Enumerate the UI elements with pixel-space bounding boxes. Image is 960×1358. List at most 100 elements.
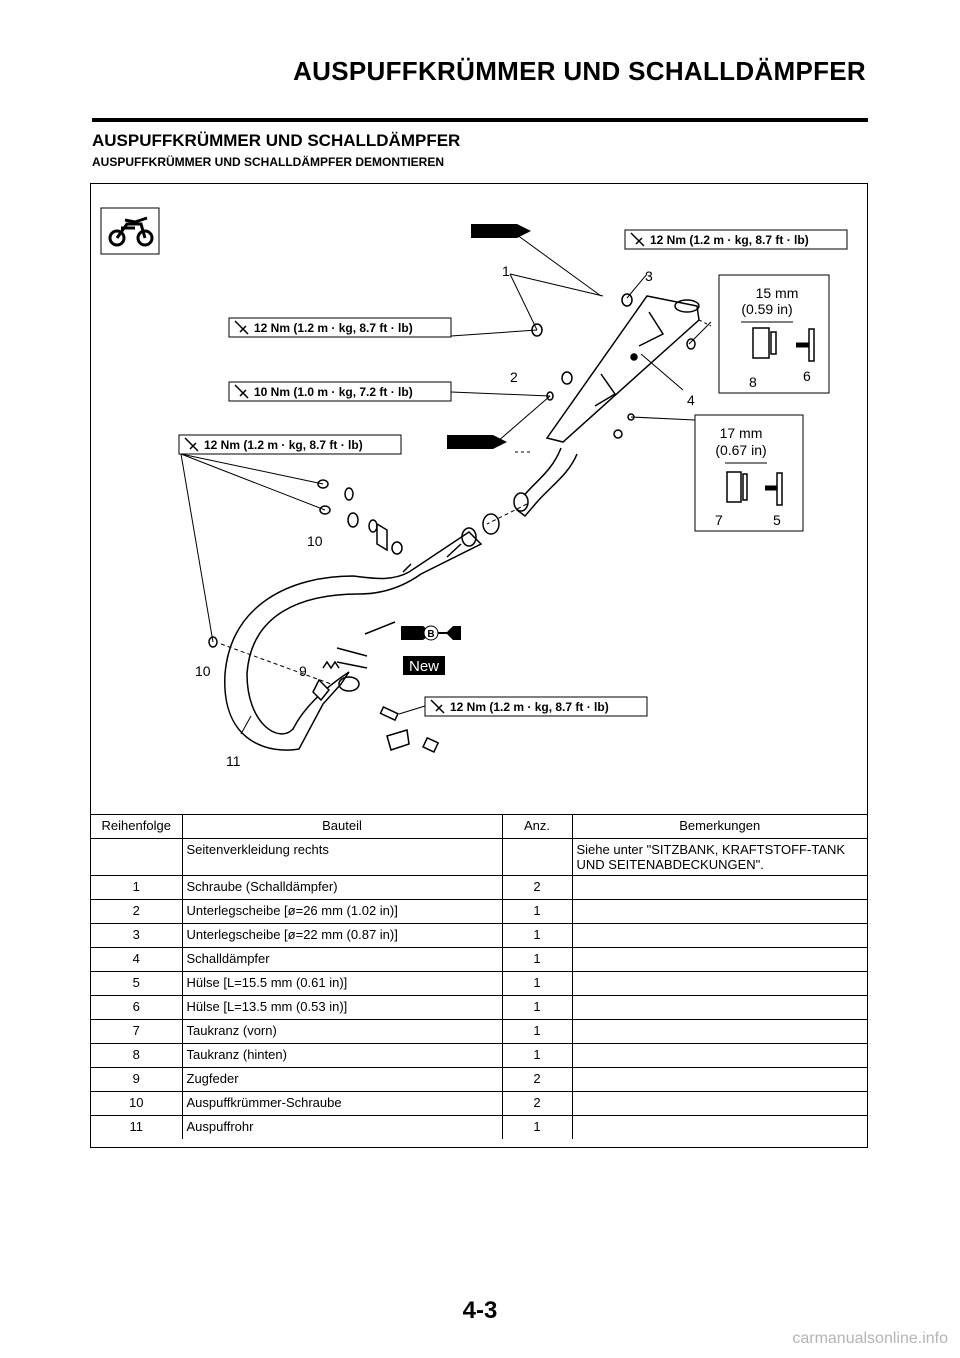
- dim-bottom-mm: 17 mm: [720, 425, 763, 441]
- watermark: carmanualsonline.info: [792, 1330, 948, 1347]
- callout-10-lower: 10: [195, 663, 211, 679]
- row-seq: 8: [91, 1043, 183, 1068]
- row-part: Hülse [L=13.5 mm (0.53 in)]: [181, 995, 503, 1020]
- row-seq: 3: [91, 923, 183, 948]
- header-rule: [92, 118, 868, 122]
- row-remark: [571, 947, 867, 972]
- row-part: Seitenverkleidung rechts: [181, 838, 503, 876]
- page-header-title: AUSPUFFKRÜMMER UND SCHALLDÄMPFER: [293, 56, 866, 86]
- callout-4: 4: [687, 392, 695, 408]
- torque-text-1: 12 Nm (1.2 m · kg, 8.7 ft · lb): [650, 233, 809, 247]
- row-qty: 1: [501, 995, 573, 1020]
- page-number: 4-3: [462, 1297, 498, 1324]
- callout-11: 11: [226, 753, 241, 769]
- row-remark: [571, 971, 867, 996]
- row-part: Schraube (Schalldämpfer): [181, 875, 503, 900]
- torque-label-5: 12 Nm (1.2 m · kg, 8.7 ft · lb): [424, 696, 648, 717]
- torque-text-5: 12 Nm (1.2 m · kg, 8.7 ft · lb): [450, 700, 609, 714]
- header-qty: Anz.: [501, 814, 573, 839]
- grease-letter: B: [427, 629, 434, 640]
- header-remarks: Bemerkungen: [571, 814, 867, 839]
- callout-2: 2: [510, 369, 518, 385]
- table-header-row: Reihenfolge Bauteil Anz. Bemerkungen: [91, 814, 867, 839]
- row-seq: [91, 838, 183, 876]
- header-part: Bauteil: [181, 814, 503, 839]
- callout-7: 7: [715, 512, 723, 528]
- callout-6: 6: [803, 368, 811, 384]
- row-seq: 9: [91, 1067, 183, 1092]
- detail-box-bottom: 17 mm (0.67 in) 7 5: [694, 414, 804, 532]
- dim-top-mm: 15 mm: [756, 285, 799, 301]
- callout-9: 9: [299, 663, 307, 679]
- row-remark: [571, 1091, 867, 1116]
- grease-tool-icon: B: [401, 625, 461, 641]
- row-part: Unterlegscheibe [ø=26 mm (1.02 in)]: [181, 899, 503, 924]
- callout-10-upper: 10: [307, 533, 323, 549]
- row-remark: Siehe unter "SITZBANK, KRAFTSTOFF-TANK U…: [571, 838, 867, 876]
- row-part: Auspuffrohr: [181, 1115, 503, 1139]
- row-seq: 7: [91, 1019, 183, 1044]
- section-title: AUSPUFFKRÜMMER UND SCHALLDÄMPFER: [92, 131, 461, 150]
- callout-3: 3: [645, 268, 653, 284]
- springs-drawing: [322, 621, 396, 670]
- torque-label-3: 10 Nm (1.0 m · kg, 7.2 ft · lb): [228, 381, 452, 402]
- row-qty: 2: [501, 1091, 573, 1116]
- exploded-diagram: 12 Nm (1.2 m · kg, 8.7 ft · lb) 12 Nm (1…: [100, 207, 848, 769]
- row-part: Unterlegscheibe [ø=22 mm (0.87 in)]: [181, 923, 503, 948]
- row-remark: [571, 875, 867, 900]
- arrow-marker-middle: [447, 435, 507, 449]
- leader-lines: [180, 231, 712, 735]
- new-tag-text: New: [409, 658, 439, 675]
- row-part: Taukranz (hinten): [181, 1043, 503, 1068]
- row-seq: 2: [91, 899, 183, 924]
- row-qty: 1: [501, 1115, 573, 1139]
- row-qty: 1: [501, 899, 573, 924]
- row-qty: [501, 838, 573, 876]
- row-seq: 5: [91, 971, 183, 996]
- row-part: Zugfeder: [181, 1067, 503, 1092]
- new-tag: New: [403, 656, 445, 675]
- row-remark: [571, 1019, 867, 1044]
- row-qty: 2: [501, 1067, 573, 1092]
- row-remark: [571, 1043, 867, 1068]
- section-subtitle: AUSPUFFKRÜMMER UND SCHALLDÄMPFER DEMONTI…: [92, 155, 444, 169]
- row-part: Schalldämpfer: [181, 947, 503, 972]
- torque-label-1: 12 Nm (1.2 m · kg, 8.7 ft · lb): [624, 229, 848, 250]
- arrow-marker-top: [471, 224, 531, 238]
- row-remark: [571, 899, 867, 924]
- row-seq: 6: [91, 995, 183, 1020]
- detail-box-top: 15 mm (0.59 in) 8 6: [718, 274, 830, 394]
- torque-label-4: 12 Nm (1.2 m · kg, 8.7 ft · lb): [178, 434, 402, 455]
- row-part: Taukranz (vorn): [181, 1019, 503, 1044]
- callout-8: 8: [749, 374, 757, 390]
- callout-1: 1: [502, 263, 510, 279]
- row-seq: 4: [91, 947, 183, 972]
- parts-table: Reihenfolge Bauteil Anz. Bemerkungen Sei…: [91, 814, 867, 1139]
- row-qty: 1: [501, 947, 573, 972]
- row-seq: 11: [91, 1115, 183, 1139]
- row-seq: 1: [91, 875, 183, 900]
- row-remark: [571, 1067, 867, 1092]
- row-part: Auspuffkrümmer-Schraube: [181, 1091, 503, 1116]
- header-seq: Reihenfolge: [91, 814, 183, 839]
- callout-5: 5: [773, 512, 781, 528]
- motorcycle-icon: [100, 207, 160, 255]
- torque-label-2: 12 Nm (1.2 m · kg, 8.7 ft · lb): [228, 317, 452, 338]
- content-frame: 12 Nm (1.2 m · kg, 8.7 ft · lb) 12 Nm (1…: [90, 183, 868, 1148]
- row-remark: [571, 1115, 867, 1139]
- row-qty: 1: [501, 1019, 573, 1044]
- torque-text-4: 12 Nm (1.2 m · kg, 8.7 ft · lb): [204, 438, 363, 452]
- row-qty: 1: [501, 923, 573, 948]
- row-remark: [571, 923, 867, 948]
